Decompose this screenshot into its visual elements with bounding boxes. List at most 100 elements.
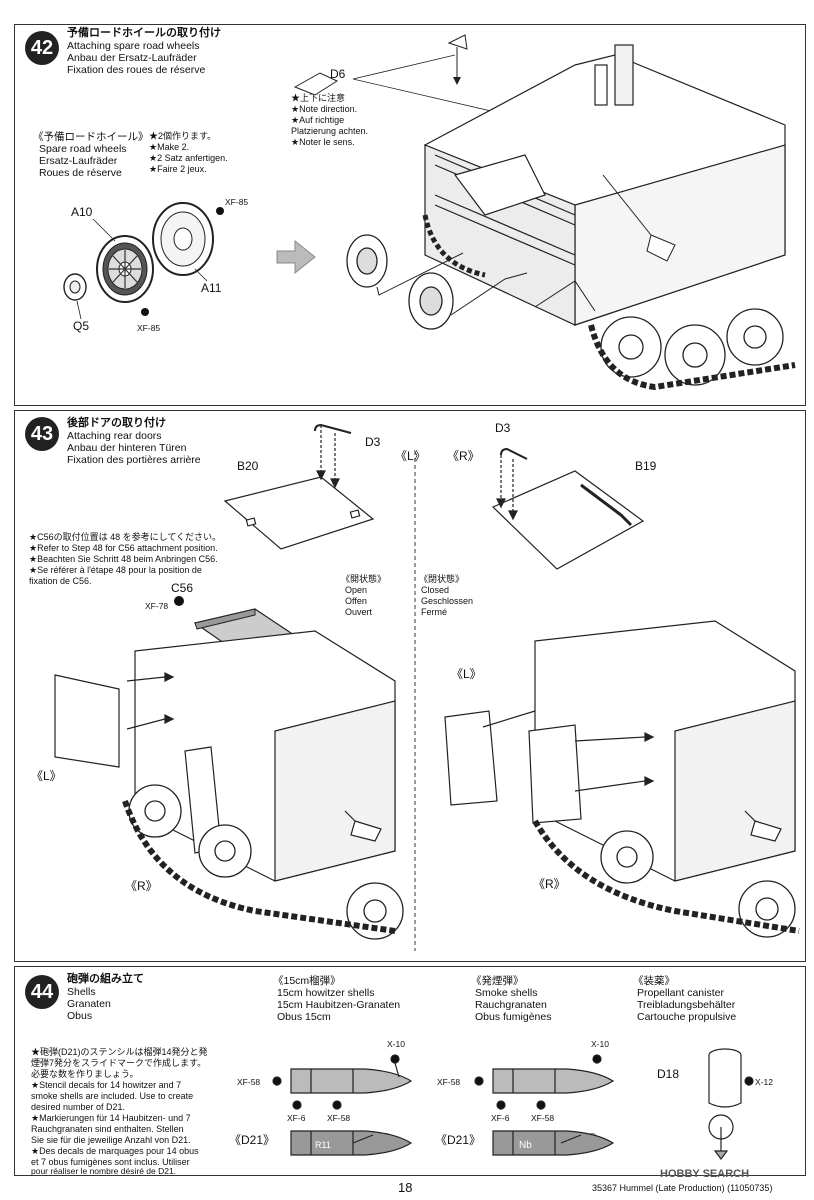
step-number-42: 42: [25, 31, 59, 65]
paint-xf6-howitzer: XF-6: [287, 1113, 306, 1123]
step-43-title-de: Anbau der hinteren Türen: [67, 442, 187, 454]
paint-xf58-smoke-bottom: XF-58: [531, 1113, 555, 1123]
step-43-panel: 43 後部ドアの取り付け Attaching rear doors Anbau …: [14, 410, 806, 962]
stencil-note-de1: ★Markierungen für 14 Haubitzen- und 7: [31, 1113, 191, 1123]
open-fr: Ouvert: [345, 607, 373, 617]
stencil-note-jp1: ★砲弾(D21)のステンシルは榴弾14発分と発: [31, 1047, 208, 1057]
open-jp: 《開状態》: [341, 574, 387, 584]
stencil-note-fr3: pour réaliser le nombre désiré de D21.: [31, 1166, 177, 1176]
closed-fr: Fermé: [421, 607, 448, 617]
part-d3-right-label: D3: [495, 421, 511, 435]
stencil-note-jp2: 煙弾7発分をスライドマークで作成します。: [31, 1058, 207, 1068]
side-l-closed-label: 《L》: [451, 667, 482, 681]
paint-xf78: XF-78: [145, 601, 169, 611]
stencil-note-de2: Rauchgranaten sind enthalten. Stellen: [31, 1124, 184, 1134]
spare-wheels-en: Spare road wheels: [39, 143, 127, 155]
make-2-en: ★Make 2.: [149, 142, 190, 152]
smoke-de: Rauchgranaten: [475, 999, 547, 1011]
closed-en: Closed: [421, 585, 450, 595]
note-direction-fr: ★Noter le sens.: [291, 137, 355, 147]
stencil-note-fr2: et 7 obus fumigènes sont inclus. Utilise…: [31, 1157, 190, 1167]
step-43-title-fr: Fixation des portières arrière: [67, 454, 201, 466]
part-d18-label: D18: [657, 1067, 680, 1081]
side-r-open-label: 《R》: [125, 879, 158, 893]
make-2-jp: ★2個作ります。: [149, 131, 217, 141]
part-b19-label: B19: [635, 459, 657, 473]
step-number-43: 43: [25, 417, 59, 451]
c56-note-fr1: ★Se référer à l'étape 48 pour la positio…: [29, 565, 202, 575]
step-44-title-jp: 砲弾の組み立て: [67, 973, 144, 985]
c56-note-jp: ★C56の取付位置は 48 を参考にしてください。: [29, 532, 222, 542]
paint-xf85-top: XF-85: [225, 197, 249, 207]
step-42-panel: 42 予備ロードホイールの取り付け Attaching spare road w…: [14, 24, 806, 406]
smoke-jp: 《発煙弾》: [471, 975, 524, 987]
step-42-title-jp: 予備ロードホイールの取り付け: [67, 27, 221, 39]
closed-jp: 《閉状態》: [419, 574, 465, 584]
watermark-logo: HOBBY SEARCH: [660, 1168, 750, 1180]
step-number-44: 44: [25, 975, 59, 1009]
closed-de: Geschlossen: [421, 596, 474, 606]
open-en: Open: [345, 585, 368, 595]
paint-x10-smoke: X-10: [591, 1039, 609, 1049]
spare-wheels-jp: 《予備ロードホイール》: [33, 131, 149, 143]
c56-note-en: ★Refer to Step 48 for C56 attachment pos…: [29, 543, 218, 553]
side-r-top-label: 《R》: [447, 449, 480, 463]
stencil-note-en3: desired number of D21.: [31, 1102, 126, 1112]
step-42-title-en: Attaching spare road wheels: [67, 40, 200, 52]
step-43-title-jp: 後部ドアの取り付け: [67, 417, 166, 429]
make-2-fr: ★Faire 2 jeux.: [149, 164, 207, 174]
stencil-note-de3: Sie sie für die jeweilige Anzahl von D21…: [31, 1135, 191, 1145]
shells-drawing: R11 Nb: [272, 1048, 754, 1160]
stencil-r11: R11: [315, 1140, 331, 1150]
open-de: Offen: [345, 596, 367, 606]
stencil-note-fr1: ★Des decals de marquages pour 14 obus: [31, 1146, 199, 1156]
part-d21-smoke-label: 《D21》: [435, 1133, 482, 1147]
paint-x10-howitzer: X-10: [387, 1039, 405, 1049]
canister-en: Propellant canister: [637, 987, 724, 999]
part-a10-label: A10: [71, 205, 93, 219]
part-b20-label: B20: [237, 459, 259, 473]
paint-xf58-howitzer-left: XF-58: [237, 1077, 261, 1087]
paint-xf85-bottom: XF-85: [137, 323, 161, 333]
kit-code: 35367 Hummel (Late Production) (11050735…: [592, 1183, 773, 1193]
wheel-assembly-drawing: [63, 34, 796, 391]
smoke-en: Smoke shells: [475, 987, 538, 999]
paint-xf58-howitzer-bottom: XF-58: [327, 1113, 351, 1123]
canister-jp: 《装薬》: [633, 975, 675, 987]
paint-x12: X-12: [755, 1077, 773, 1087]
howitzer-jp: 《15cm榴弾》: [273, 975, 341, 987]
step-44-panel: 44 砲弾の組み立て Shells Granaten Obus ★砲弾(D21)…: [14, 966, 806, 1176]
howitzer-de: 15cm Haubitzen-Granaten: [277, 999, 401, 1011]
step-44-title-en: Shells: [67, 986, 96, 998]
spare-wheels-fr: Roues de réserve: [39, 167, 122, 179]
step-44-title-fr: Obus: [67, 1010, 93, 1022]
make-2-de: ★2 Satz anfertigen.: [149, 153, 228, 163]
paint-xf58-smoke-left: XF-58: [437, 1077, 461, 1087]
paint-xf6-smoke: XF-6: [491, 1113, 510, 1123]
rear-doors-drawing: [54, 423, 800, 951]
c56-note-de: ★Beachten Sie Schritt 48 beim Anbringen …: [29, 554, 218, 564]
stencil-nb: Nb: [519, 1140, 532, 1151]
smoke-fr: Obus fumigènes: [475, 1011, 552, 1023]
howitzer-fr: Obus 15cm: [277, 1011, 331, 1023]
part-c56-label: C56: [171, 581, 194, 595]
part-d6-label: D6: [330, 67, 346, 81]
howitzer-en: 15cm howitzer shells: [277, 987, 375, 999]
canister-de: Treibladungsbehälter: [637, 999, 736, 1011]
note-direction-de1: ★Auf richtige: [291, 115, 345, 125]
note-direction-en: ★Note direction.: [291, 104, 358, 114]
note-direction-de2: Platzierung achten.: [291, 126, 369, 136]
stencil-note-en2: smoke shells are included. Use to create: [31, 1091, 194, 1101]
note-direction-jp: ★上下に注意: [291, 93, 346, 103]
stencil-note-en1: ★Stencil decals for 14 howitzer and 7: [31, 1080, 182, 1090]
side-r-closed-label: 《R》: [533, 877, 566, 891]
step-42-title-fr: Fixation des roues de réserve: [67, 64, 206, 76]
step-44-title-de: Granaten: [67, 998, 111, 1010]
side-l-top-label: 《L》: [395, 449, 426, 463]
side-l-open-label: 《L》: [31, 769, 62, 783]
part-q5-label: Q5: [73, 319, 90, 333]
spare-wheels-de: Ersatz-Laufräder: [39, 155, 118, 167]
page-number: 18: [398, 1180, 413, 1195]
step-43-title-en: Attaching rear doors: [67, 430, 162, 442]
part-d3-left-label: D3: [365, 435, 381, 449]
